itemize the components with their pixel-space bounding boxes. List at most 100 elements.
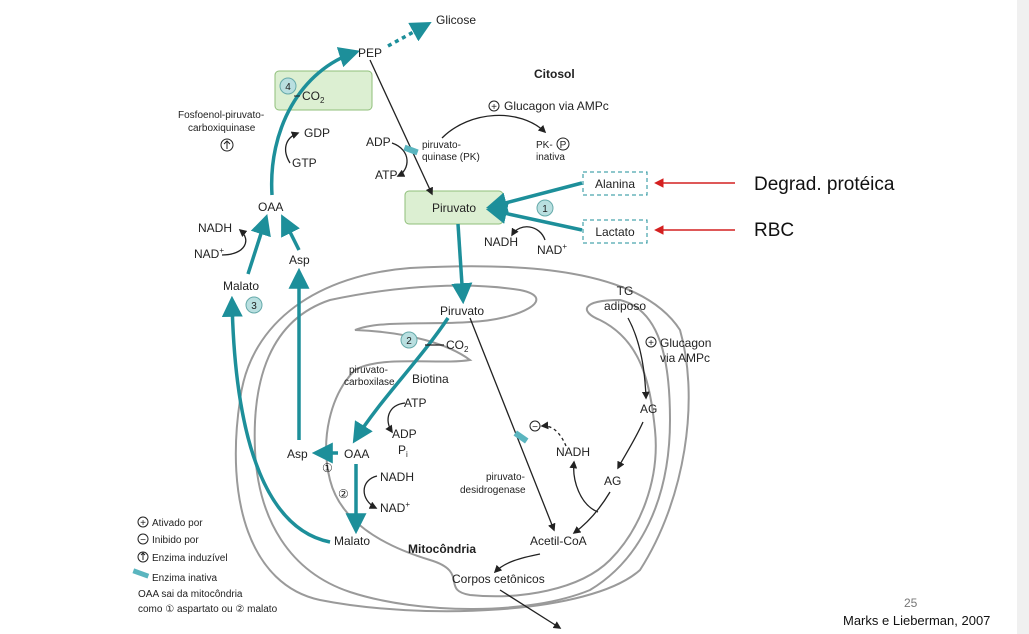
arrow-tg-to-ag [627, 317, 650, 400]
pk-label-2: quinase (PK) [422, 152, 480, 163]
route2-marker: ② [338, 487, 349, 501]
legend-induzivel: Enzima induzível [152, 553, 228, 564]
glicose-label: Glicose [436, 13, 476, 27]
arrow-ag-to-acetil [572, 491, 611, 534]
legend-induzivel-icon [137, 551, 149, 563]
step4-number: 4 [285, 82, 291, 93]
citosol-label: Citosol [534, 67, 575, 81]
legend-note-2-a: como [138, 604, 163, 615]
pepck-induzivel-arrow [223, 140, 231, 149]
pk-label-1: piruvato- [422, 140, 461, 151]
arrow-adp-atp [391, 142, 408, 177]
nadh-left-label: NADH [198, 221, 232, 235]
inhibit-minus: − [532, 422, 538, 433]
pdh-inactive-bar [513, 430, 529, 444]
glucagon-top-plus-icon [488, 100, 500, 112]
arrow-pep-to-piruvato [369, 59, 433, 196]
asp-cytosol-label: Asp [289, 253, 310, 267]
arrow-pk-to-pkp [441, 114, 547, 139]
arrow-acetil-to-corpos [493, 553, 541, 574]
pi-main: P [398, 443, 406, 457]
arrow-asp-cyt-to-oaa [281, 214, 301, 251]
right-edge-bar [1017, 0, 1029, 634]
atp-label: ATP [375, 168, 397, 182]
corpos-label: Corpos cetônicos [452, 572, 545, 586]
arrow-gtp-gdp [284, 131, 300, 164]
biotina-label: Biotina [412, 372, 449, 386]
legend-inativa-icon [132, 568, 150, 579]
pc-label-2: carboxilase [344, 377, 395, 388]
gtp-label: GTP [292, 156, 317, 170]
pepck-label-1: Fosfoenol-piruvato- [178, 110, 264, 121]
co2-top-label: CO2 [302, 89, 325, 105]
legend-induzivel-arrow [140, 552, 146, 560]
arrow-biotina-atp [385, 402, 406, 434]
step2-number: 2 [406, 336, 412, 347]
legend-ativado-plus: + [140, 518, 146, 529]
glucagon-top-label: Glucagon via AMPc [504, 99, 609, 113]
step3-number: 3 [251, 301, 257, 312]
arrow-malato-mito-to-cyt [221, 295, 331, 544]
step4-box [274, 70, 373, 111]
gdp-label: GDP [304, 126, 330, 140]
adp-mito-label: ADP [392, 427, 417, 441]
nad-mito-sup: + [405, 500, 410, 509]
nad-cytosol-label: NAD+ [537, 242, 567, 257]
glucagon-right-label-1: Glucagon [660, 336, 711, 350]
arrow-oaa-to-pep [269, 47, 360, 196]
lactato-box [582, 219, 648, 244]
tg-label-1: TG [617, 284, 634, 298]
lactato-label: Lactato [595, 225, 635, 239]
oaa-mito-label: OAA [344, 447, 369, 461]
legend-note-2-b: aspartato ou [177, 604, 233, 615]
piruvato-mito-label: Piruvato [440, 304, 484, 318]
pi-label: Pi [398, 443, 408, 459]
glucagon-right-label-2: via AMPc [660, 351, 710, 365]
malato-cytosol-label: Malato [223, 279, 259, 293]
mitochondrion-inner-membrane [253, 284, 672, 610]
legend-note-2: como ① aspartato ou ② malato [138, 604, 278, 615]
pkp-phosphate-icon [556, 137, 570, 151]
arrow-piruvato-to-acetil [469, 317, 556, 532]
legend-inibido-minus: − [140, 535, 146, 546]
legend: + Ativado por − Inibido por Enzima induz… [132, 516, 278, 615]
alanina-label: Alanina [595, 177, 635, 191]
route1-marker: ① [322, 461, 333, 475]
legend-ativado-icon [137, 516, 149, 528]
pdh-label-2: desidrogenase [460, 485, 526, 496]
piruvato-cytosol-label: Piruvato [432, 201, 476, 215]
ag-label-2: AG [604, 474, 621, 488]
citation: Marks e Lieberman, 2007 [843, 613, 991, 628]
glucagon-top-plus: + [491, 102, 497, 113]
step1-circle [536, 199, 554, 217]
malato-mito-label: Malato [334, 534, 370, 548]
alanina-box [582, 171, 648, 196]
co2-top-sub: 2 [320, 96, 325, 105]
legend-note-2-c1: ① [165, 604, 174, 615]
nad-cytosol-sup: + [562, 242, 567, 251]
co2-mito-main: CO [446, 338, 464, 352]
pepck-induzivel-icon [220, 138, 234, 152]
pi-sub: i [406, 450, 408, 459]
oaa-cytosol-label: OAA [258, 200, 283, 214]
adp-label: ADP [366, 135, 391, 149]
pep-label: PEP [358, 46, 382, 60]
pk-inactive-bar [403, 144, 419, 156]
legend-inativa: Enzima inativa [152, 573, 217, 584]
arrow-ag-to-ag [617, 421, 644, 470]
arrow-malato-to-oaa [246, 214, 271, 275]
arrow-corpos-out [499, 589, 562, 629]
arrow-nadh-inhibits [540, 421, 567, 447]
nad-left-label: NAD+ [194, 246, 224, 261]
nad-cytosol-main: NAD [537, 243, 563, 257]
nadh-right-label: NADH [556, 445, 590, 459]
co2-mito-sub: 2 [464, 345, 469, 354]
arrow-nadh-nad-mito [363, 475, 378, 509]
co2-mito-label: CO2 [446, 338, 469, 354]
step1-number: 1 [542, 204, 548, 215]
inhibit-minus-icon [529, 420, 541, 432]
step3-circle [245, 296, 263, 314]
legend-ativado: Ativado por [152, 518, 203, 529]
atp-mito-label: ATP [404, 396, 426, 410]
